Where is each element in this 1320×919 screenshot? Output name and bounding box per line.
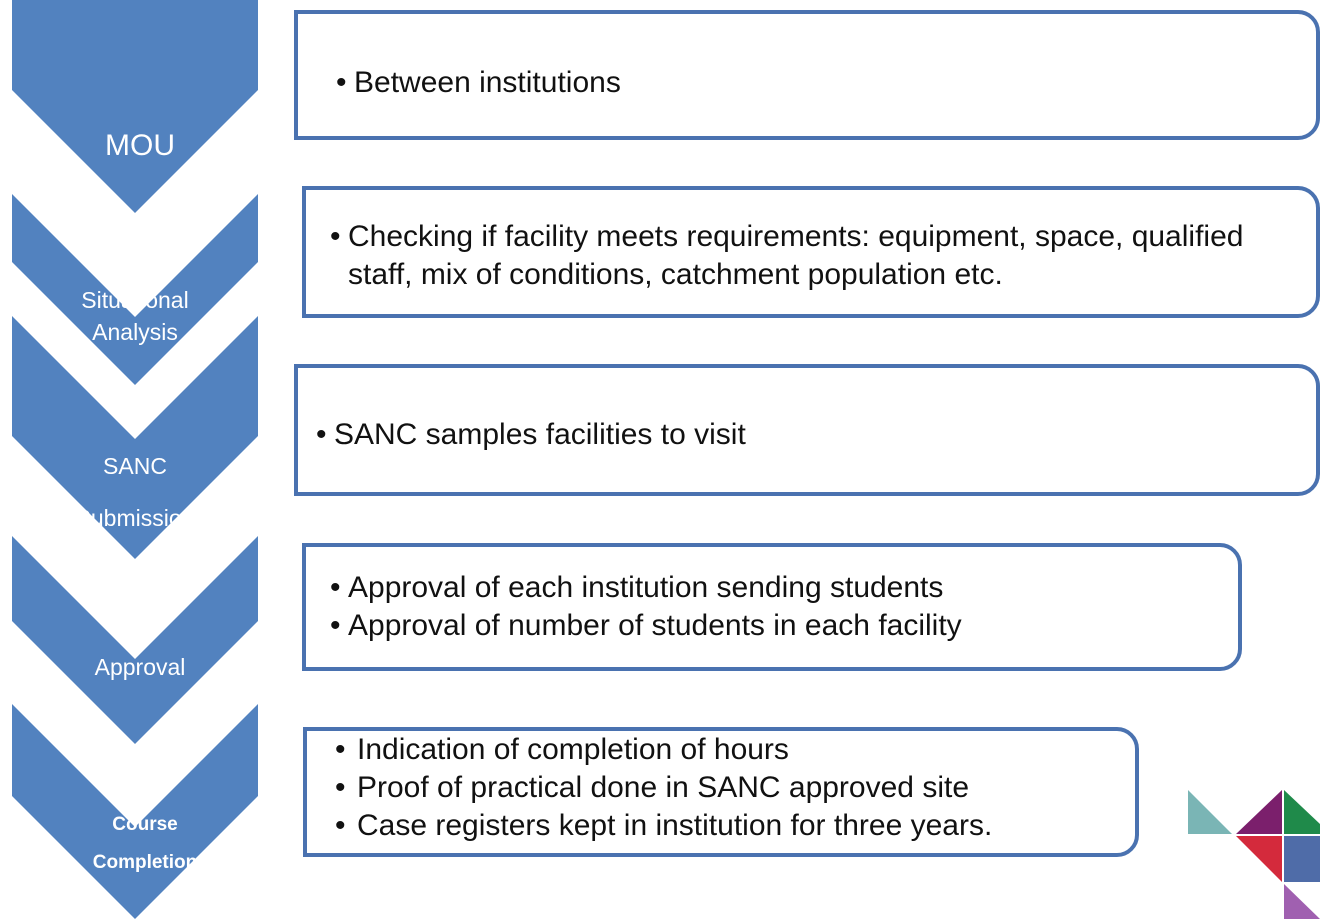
logo-triangle-purple — [1236, 790, 1282, 834]
logo-triangle-violet — [1284, 884, 1320, 919]
step-1-box: Between institutions — [294, 10, 1320, 140]
step-3-box: SANC samples facilities to visit — [294, 364, 1320, 496]
step-3-label: SANC Submission — [75, 453, 195, 531]
logo-triangle-teal — [1188, 790, 1232, 834]
step-1-label: MOU — [105, 129, 175, 162]
logo-triangle-red — [1236, 836, 1282, 882]
logo-triangle-blue — [1284, 836, 1320, 882]
step-2-box: Checking if facility meets requirements:… — [302, 186, 1320, 318]
chevron-column — [12, 0, 258, 919]
chevron-step-1 — [12, 0, 258, 213]
step-4-label: Approval — [94, 654, 186, 680]
step-5-bullet-2: Proof of practical done in SANC approved… — [331, 769, 1135, 807]
step-3-bullet-1: SANC samples facilities to visit — [316, 416, 1316, 454]
chevron-step-2 — [12, 194, 258, 385]
chevron-step-3 — [12, 316, 258, 559]
step-5-box: Indication of completion of hours Proof … — [303, 727, 1139, 857]
step-2-bullet-1: Checking if facility meets requirements:… — [330, 218, 1298, 294]
step-4-bullet-1: Approval of each institution sending stu… — [330, 569, 1238, 607]
chevron-step-5 — [12, 704, 258, 919]
chevron-step-4 — [12, 536, 258, 744]
step-4-box: Approval of each institution sending stu… — [302, 543, 1242, 671]
step-5-bullet-3: Case registers kept in institution for t… — [331, 807, 1135, 845]
step-5-bullet-1: Indication of completion of hours — [331, 731, 1135, 769]
step-5-label: Course Completion — [92, 814, 198, 873]
step-2-label: Situational Analysis — [81, 287, 189, 345]
step-1-bullet-1: Between institutions — [336, 64, 1316, 102]
logo-icon — [1188, 790, 1320, 919]
step-4-bullet-2: Approval of number of students in each f… — [330, 607, 1238, 645]
logo-triangle-green — [1284, 790, 1320, 834]
